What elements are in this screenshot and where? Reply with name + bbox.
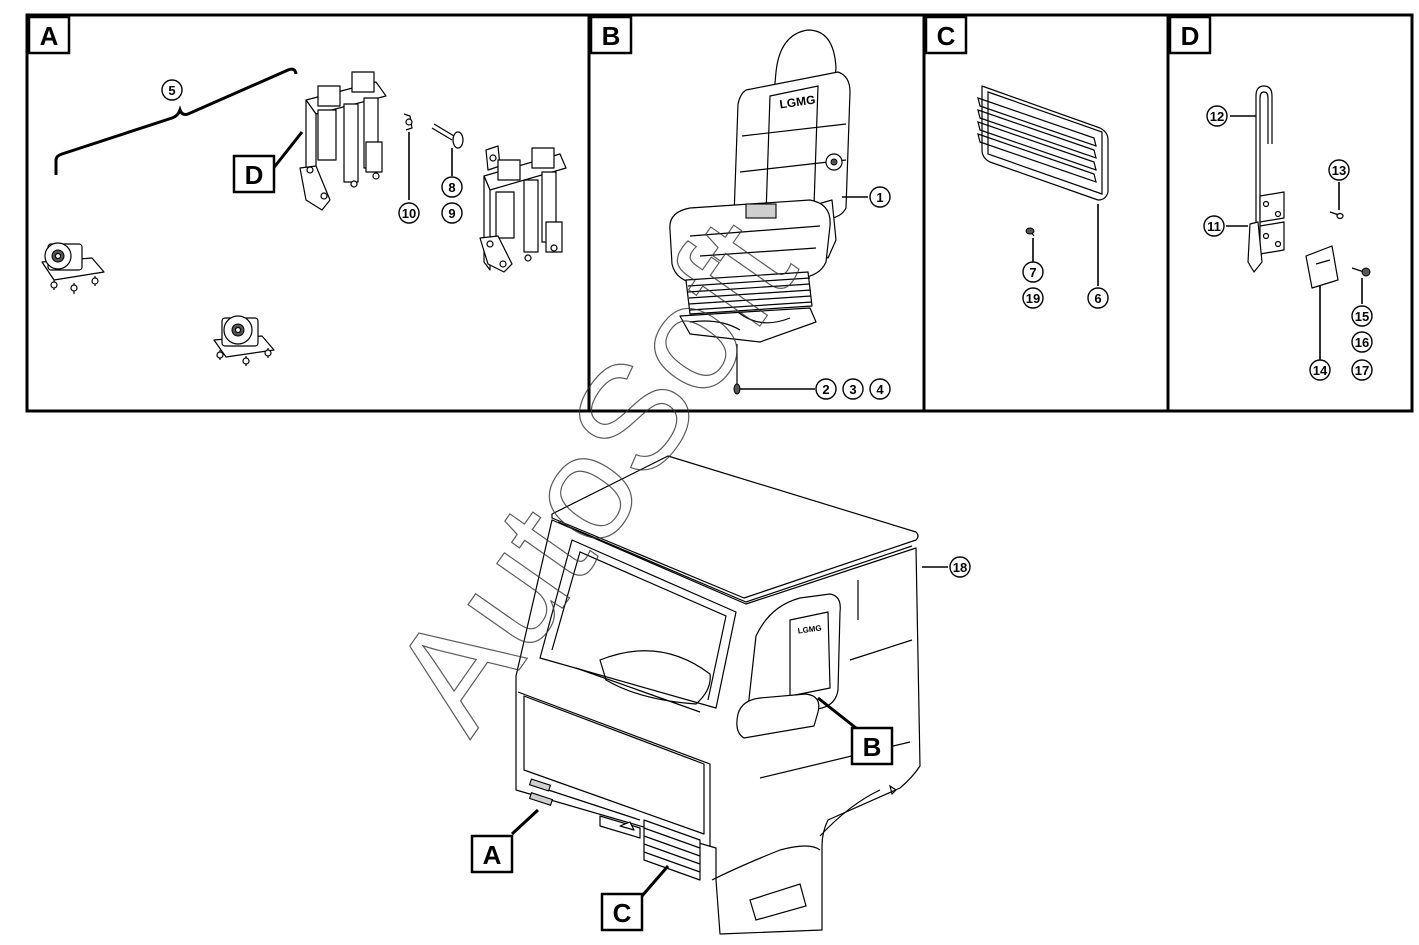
svg-text:7: 7 xyxy=(1029,265,1036,280)
callout-8: 8 xyxy=(441,176,463,198)
callout-12: 12 xyxy=(1206,105,1228,127)
svg-text:19: 19 xyxy=(1026,291,1040,306)
svg-text:12: 12 xyxy=(1210,109,1224,124)
svg-text:3: 3 xyxy=(849,382,856,397)
brace-item-5 xyxy=(54,67,298,175)
callout-18: 18 xyxy=(949,556,971,578)
svg-text:15: 15 xyxy=(1355,309,1369,324)
svg-text:10: 10 xyxy=(402,206,416,221)
svg-text:11: 11 xyxy=(1207,219,1221,234)
cab-drawing: LGMG xyxy=(515,455,948,935)
callout-7: 7 xyxy=(1022,261,1044,283)
callout-1: 1 xyxy=(869,186,891,208)
svg-text:17: 17 xyxy=(1355,363,1369,378)
cab-seat-logo: LGMG xyxy=(797,623,822,635)
hinge-bracket-right xyxy=(479,147,567,273)
svg-text:18: 18 xyxy=(953,560,967,575)
svg-text:A: A xyxy=(40,21,59,51)
svg-text:D: D xyxy=(1181,21,1200,51)
svg-text:B: B xyxy=(602,21,621,51)
seat-suspension xyxy=(685,271,813,315)
callout-19: 19 xyxy=(1022,287,1044,309)
panel-frames xyxy=(25,13,1414,413)
callout-5: 5 xyxy=(161,79,183,101)
callout-10: 10 xyxy=(398,202,420,224)
cab-ref-b: B xyxy=(817,696,894,766)
pin-parts xyxy=(403,113,501,171)
svg-text:B: B xyxy=(863,732,882,762)
seat-logo: LGMG xyxy=(779,93,817,112)
callout-16: 16 xyxy=(1351,331,1373,353)
hinge-bracket-upper xyxy=(299,71,387,211)
panel-label-d: D xyxy=(1168,15,1212,55)
callout-15: 15 xyxy=(1351,305,1373,327)
callout-9: 9 xyxy=(441,202,463,224)
callout-2: 2 xyxy=(815,378,837,400)
svg-text:2: 2 xyxy=(822,382,829,397)
cab-ref-a: A xyxy=(470,808,540,874)
callout-4: 4 xyxy=(869,378,891,400)
callout-17: 17 xyxy=(1351,359,1373,381)
panel-a-drawings: D xyxy=(41,67,567,366)
panel-c-grille xyxy=(977,85,1109,286)
cab-grille xyxy=(643,819,701,881)
svg-text:A: A xyxy=(483,840,502,870)
cab-ref-c: C xyxy=(600,865,670,932)
svg-text:14: 14 xyxy=(1313,363,1328,378)
svg-text:16: 16 xyxy=(1355,335,1369,350)
svg-text:8: 8 xyxy=(448,180,455,195)
svg-text:4: 4 xyxy=(876,382,884,397)
callout-11: 11 xyxy=(1203,215,1225,237)
svg-text:9: 9 xyxy=(448,206,455,221)
panel-label-a: A xyxy=(27,15,71,55)
panel-b-seat: LGMG xyxy=(669,29,868,395)
svg-text:6: 6 xyxy=(1094,291,1101,306)
svg-text:C: C xyxy=(613,898,632,928)
panel-d-latch xyxy=(1226,85,1371,360)
detail-ref-d: D xyxy=(245,160,264,190)
rubber-mount-right xyxy=(213,315,275,366)
panel-label-c: C xyxy=(924,15,968,55)
svg-text:C: C xyxy=(937,21,956,51)
rubber-mount-left xyxy=(41,242,105,294)
callout-6: 6 xyxy=(1087,287,1109,309)
svg-text:13: 13 xyxy=(1332,163,1346,178)
callout-13: 13 xyxy=(1328,159,1350,181)
callout-3: 3 xyxy=(842,378,864,400)
svg-text:1: 1 xyxy=(876,190,883,205)
svg-text:5: 5 xyxy=(168,83,175,98)
panel-label-b: B xyxy=(589,15,633,55)
callout-14: 14 xyxy=(1309,359,1331,381)
